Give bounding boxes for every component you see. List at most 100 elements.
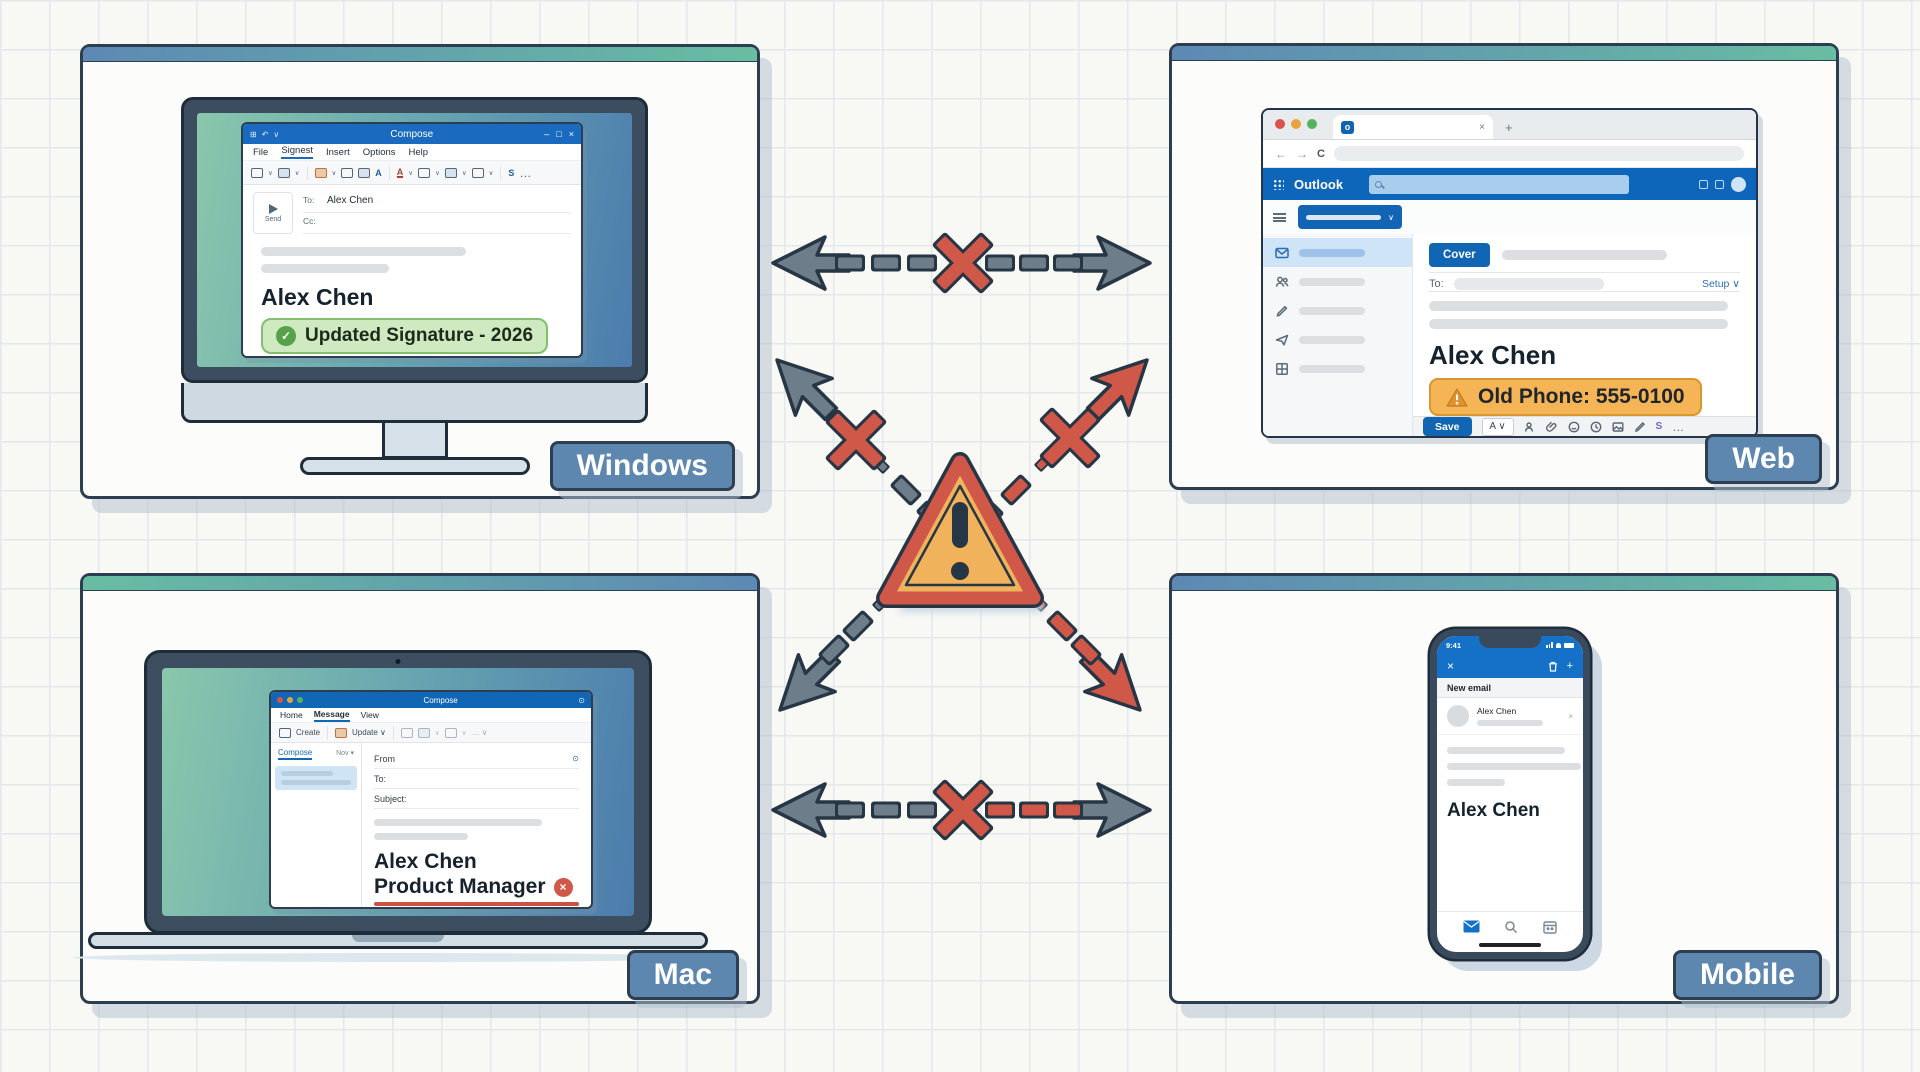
message-body[interactable]: Alex Chen ✓ Updated Signature - 2026 bbox=[243, 234, 581, 354]
mention-icon[interactable] bbox=[1524, 421, 1536, 433]
search-tab-icon[interactable] bbox=[1504, 920, 1518, 934]
remove-icon[interactable]: × bbox=[1568, 711, 1573, 721]
trash-icon[interactable] bbox=[1548, 661, 1558, 672]
minimize-traffic-light[interactable] bbox=[1291, 119, 1301, 129]
table-icon[interactable] bbox=[418, 167, 431, 178]
to-field[interactable]: To: Setup ∨ bbox=[1429, 278, 1740, 290]
gear-icon[interactable]: ⊙ bbox=[572, 754, 579, 763]
more-options-icon[interactable]: … bbox=[1672, 419, 1686, 434]
trash-icon[interactable] bbox=[335, 727, 348, 738]
new-mail-icon[interactable] bbox=[279, 727, 291, 738]
maximize-icon[interactable]: □ bbox=[556, 129, 562, 139]
close-icon[interactable]: × bbox=[1447, 659, 1455, 673]
calendar-tab-icon[interactable] bbox=[1543, 920, 1557, 934]
mail-icon[interactable] bbox=[251, 167, 263, 178]
setup-link[interactable]: Setup ∨ bbox=[1701, 278, 1740, 290]
windows-panel-accent bbox=[83, 47, 757, 62]
selected-message-item[interactable] bbox=[275, 766, 357, 790]
zoom-traffic-light[interactable] bbox=[297, 697, 303, 703]
from-row[interactable]: Alex Chen × bbox=[1437, 698, 1583, 735]
tab-options[interactable]: Options bbox=[362, 146, 396, 158]
back-icon[interactable]: ← bbox=[1275, 146, 1287, 161]
font-icon[interactable]: A bbox=[375, 167, 382, 178]
sort-dropdown[interactable]: Nov ▾ bbox=[336, 750, 354, 757]
signature-icon[interactable]: S bbox=[508, 167, 515, 178]
minimize-traffic-light[interactable] bbox=[287, 697, 293, 703]
broken-sync-arrows bbox=[771, 232, 1152, 841]
close-traffic-light[interactable] bbox=[277, 697, 283, 703]
tab-signature[interactable]: Signest bbox=[281, 145, 313, 159]
tab-file[interactable]: File bbox=[253, 146, 269, 158]
message-body[interactable] bbox=[374, 819, 579, 840]
forward-icon[interactable]: → bbox=[1296, 146, 1308, 161]
more-commands-icon[interactable]: … bbox=[519, 165, 533, 180]
close-traffic-light[interactable] bbox=[1275, 119, 1285, 129]
update-button[interactable]: Update ∨ bbox=[352, 728, 386, 737]
settings-icon[interactable] bbox=[1699, 179, 1708, 189]
to-field[interactable]: To: Alex Chen bbox=[303, 192, 571, 213]
to-field[interactable]: To: bbox=[374, 769, 579, 789]
tab-message[interactable]: Message bbox=[313, 709, 350, 722]
subject-field[interactable]: Subject: bbox=[374, 789, 579, 809]
search-input[interactable] bbox=[1369, 174, 1630, 194]
emoji-icon[interactable] bbox=[1568, 421, 1580, 433]
font-dropdown[interactable]: A ∨ bbox=[1481, 417, 1514, 436]
quick-access-icons[interactable]: ⊞↶∨ bbox=[250, 129, 280, 139]
account-avatar[interactable] bbox=[1731, 176, 1746, 192]
image-icon[interactable] bbox=[1612, 421, 1624, 433]
sidebar-item-drafts[interactable] bbox=[1263, 296, 1412, 325]
pen-icon[interactable] bbox=[1634, 421, 1646, 433]
tab-view[interactable]: View bbox=[360, 710, 379, 720]
compose-app-bar: × + bbox=[1437, 654, 1583, 678]
send-button[interactable]: Cover bbox=[1429, 243, 1490, 267]
message-preview-line bbox=[281, 780, 351, 785]
tab-insert[interactable]: Insert bbox=[326, 146, 350, 158]
cc-field[interactable]: Cc: bbox=[303, 213, 571, 234]
info-icon[interactable]: ⊙ bbox=[578, 695, 585, 705]
mail-tab-icon[interactable] bbox=[1463, 920, 1480, 933]
store-icon[interactable] bbox=[400, 727, 413, 738]
font-color-icon[interactable]: A bbox=[396, 166, 404, 178]
folder-icon[interactable] bbox=[444, 727, 457, 738]
list-tab-compose[interactable]: Compose bbox=[278, 748, 313, 760]
attach-icon[interactable] bbox=[1545, 421, 1558, 433]
history-icon[interactable] bbox=[1590, 421, 1602, 433]
body-placeholder-line bbox=[1447, 779, 1505, 786]
new-tab-icon[interactable]: + bbox=[1505, 120, 1513, 135]
browser-tab[interactable]: o × bbox=[1333, 115, 1493, 139]
tab-help[interactable]: Help bbox=[408, 146, 429, 158]
address-bar[interactable] bbox=[1333, 146, 1744, 161]
send-button[interactable]: Send bbox=[253, 192, 293, 234]
message-body[interactable] bbox=[1437, 735, 1583, 786]
reload-icon[interactable]: C bbox=[1317, 147, 1325, 160]
zoom-traffic-light[interactable] bbox=[1307, 119, 1317, 129]
close-icon[interactable]: × bbox=[568, 129, 574, 139]
hamburger-icon[interactable] bbox=[1273, 212, 1286, 222]
save-button[interactable]: Save bbox=[1423, 417, 1472, 436]
subject-placeholder bbox=[1501, 250, 1667, 260]
tab-home[interactable]: Home bbox=[280, 710, 303, 720]
new-message-button[interactable]: ∨ bbox=[1298, 205, 1402, 229]
sidebar-item-people[interactable] bbox=[1263, 267, 1412, 296]
delete-icon[interactable] bbox=[314, 167, 327, 178]
message-body[interactable] bbox=[1429, 301, 1740, 329]
envelope-icon[interactable] bbox=[341, 167, 354, 178]
sidebar-item-inbox[interactable] bbox=[1263, 238, 1412, 267]
app-launcher-icon[interactable] bbox=[1273, 178, 1284, 190]
reply-icon[interactable] bbox=[358, 167, 371, 178]
help-icon[interactable] bbox=[1715, 179, 1724, 189]
paste-icon[interactable] bbox=[277, 167, 290, 178]
more-icon[interactable]: … ∨ bbox=[471, 728, 488, 737]
search-icon[interactable] bbox=[471, 167, 484, 178]
picture-icon[interactable] bbox=[444, 167, 457, 178]
loop-icon[interactable]: S bbox=[1655, 421, 1663, 432]
from-field[interactable]: From ⊙ bbox=[374, 749, 579, 769]
create-button[interactable]: Create bbox=[296, 728, 321, 737]
sidebar-item-sent[interactable] bbox=[1263, 325, 1412, 354]
sidebar-item-calendar[interactable] bbox=[1263, 354, 1412, 383]
grid-icon[interactable] bbox=[417, 727, 430, 738]
home-indicator[interactable] bbox=[1479, 943, 1541, 947]
add-icon[interactable]: + bbox=[1566, 660, 1573, 672]
minimize-icon[interactable]: – bbox=[544, 129, 550, 139]
tab-close-icon[interactable]: × bbox=[1479, 121, 1485, 133]
